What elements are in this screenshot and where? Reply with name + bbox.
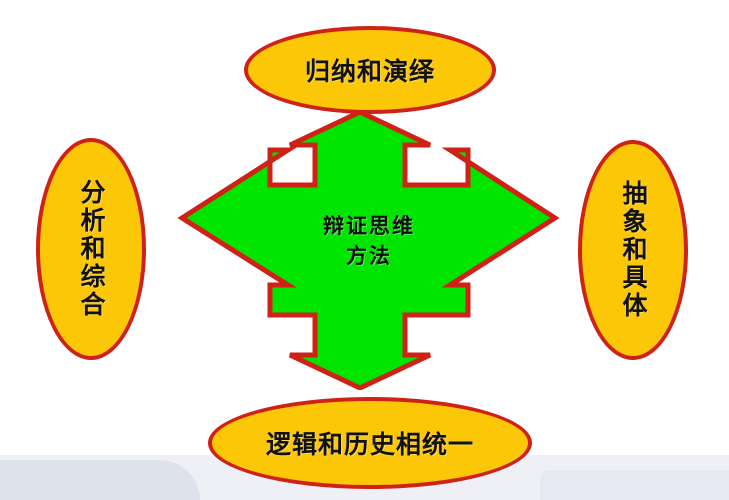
node-left[interactable]: 分析和综合 — [36, 138, 146, 360]
node-right[interactable]: 抽象和具体 — [578, 140, 688, 360]
node-right-label: 抽象和具体 — [619, 180, 648, 320]
node-bottom-label: 逻辑和历史相统一 — [265, 430, 474, 459]
node-bottom[interactable]: 逻辑和历史相统一 — [208, 397, 532, 489]
background-blob-right — [540, 470, 729, 500]
node-top-label: 归纳和演绎 — [304, 57, 435, 86]
node-left-label: 分析和综合 — [77, 179, 106, 319]
arrow-shape — [177, 110, 560, 390]
node-top[interactable]: 归纳和演绎 — [244, 26, 496, 114]
four-way-arrow — [177, 110, 560, 390]
background-blob-left — [0, 460, 200, 500]
